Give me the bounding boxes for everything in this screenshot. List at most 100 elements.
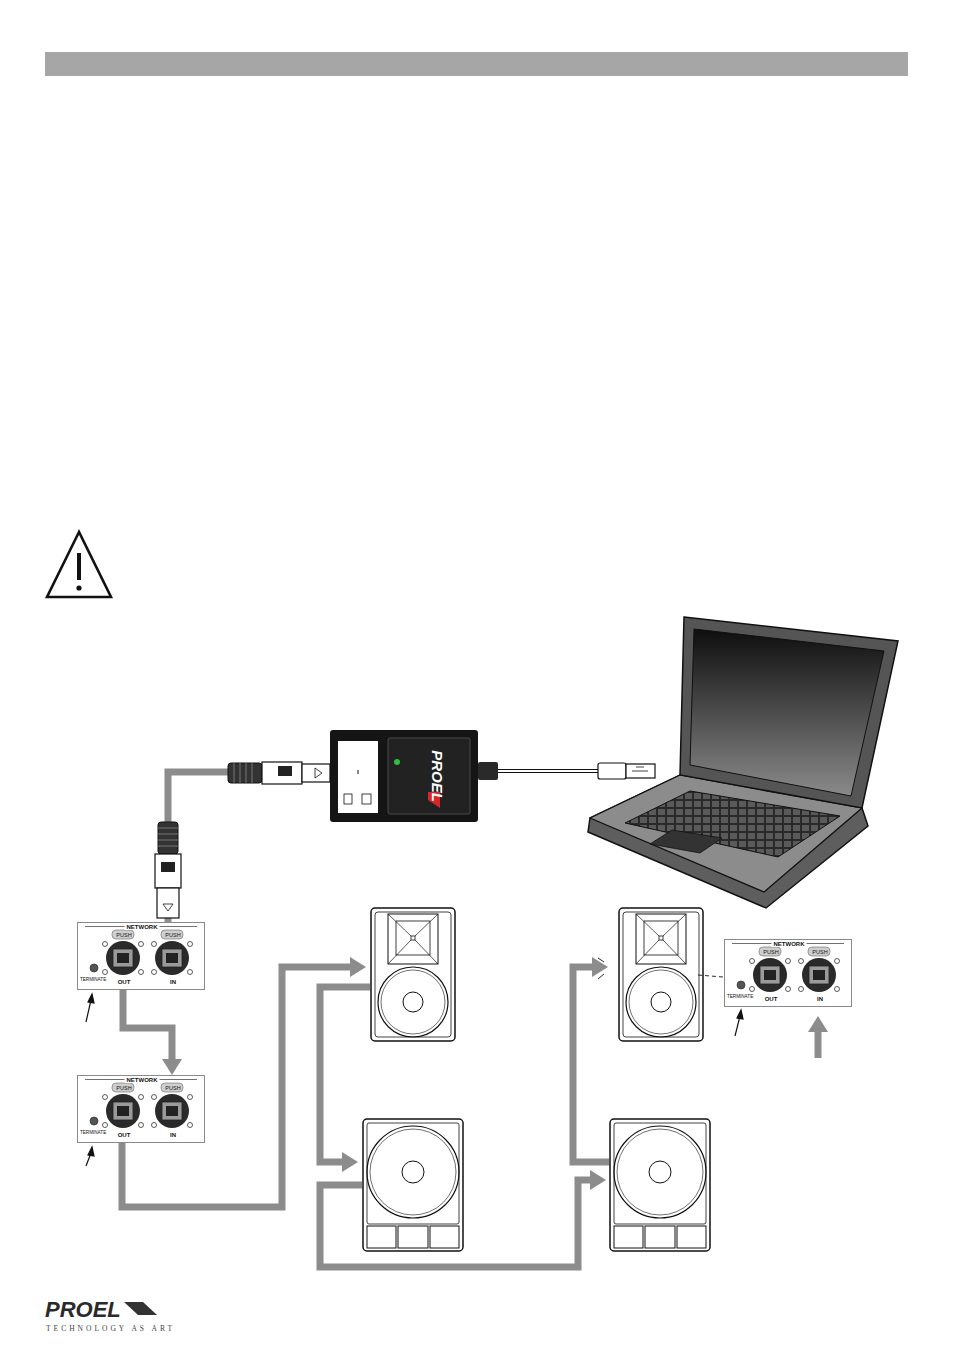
xlr-plugs <box>157 888 179 918</box>
arrow-heads <box>342 957 828 1190</box>
xlr-plugs <box>228 763 262 783</box>
terminate-label: TERMINATE <box>80 1131 106 1136</box>
port-label: IN <box>170 979 176 985</box>
usb-cable <box>598 763 626 779</box>
port-label: IN <box>170 1132 176 1138</box>
usb-cable <box>498 770 600 772</box>
port-label: IN <box>817 996 823 1002</box>
leader-arrows <box>88 994 94 1003</box>
leader-arrows <box>737 1010 743 1019</box>
laptop <box>588 617 898 908</box>
speakers <box>610 1119 710 1251</box>
panel-art <box>77 922 205 990</box>
leader-arrows <box>88 1147 94 1156</box>
usb-cable <box>626 764 655 778</box>
xlr-plugs <box>158 822 178 854</box>
signal-arrows <box>122 967 818 1267</box>
speakers <box>371 908 455 1041</box>
signal-arrows <box>122 967 350 1207</box>
terminate-label: TERMINATE <box>80 978 106 983</box>
usb-cable <box>478 762 498 780</box>
network-panel: NETWORK PUSH PUSH TERMINATE OUT IN <box>724 939 852 1007</box>
xlr-plugs <box>158 828 178 846</box>
interface-housing <box>388 738 470 814</box>
arrow-heads <box>590 1170 606 1190</box>
button-label: PUSH <box>116 933 131 939</box>
signal-arrows <box>320 1180 590 1267</box>
laptop <box>625 791 840 857</box>
speakers <box>619 908 703 1041</box>
laptop <box>650 830 722 853</box>
xlr-plugs <box>315 768 322 778</box>
warning-symbol <box>76 585 81 590</box>
leader-arrows <box>86 1000 91 1022</box>
arrow-head <box>162 1059 182 1075</box>
interface-housing <box>394 759 400 765</box>
port-label: OUT <box>118 979 131 985</box>
usb-cable <box>498 769 600 773</box>
xlr-plugs <box>302 764 330 782</box>
dashed-link <box>698 975 723 977</box>
leader-arrows <box>86 994 743 1166</box>
port-label: OUT <box>765 996 778 1002</box>
control-cable <box>168 772 330 922</box>
arrow-heads <box>342 1152 358 1172</box>
panel-heading: NETWORK <box>125 924 160 930</box>
xlr-plugs <box>155 762 330 918</box>
network-link <box>123 990 182 1075</box>
port-label: OUT <box>118 1132 131 1138</box>
header-bar <box>45 52 908 76</box>
connector-line <box>168 772 330 922</box>
speakers <box>363 908 710 1251</box>
interface-housing <box>330 730 478 822</box>
connector-line <box>123 990 172 1060</box>
panel-art <box>77 922 852 1143</box>
panel-art <box>724 939 852 1007</box>
button-label: PUSH <box>165 933 180 939</box>
usb-cable <box>632 767 648 771</box>
xlr-plugs <box>234 763 252 783</box>
signal-arrows <box>815 1032 822 1058</box>
button-label: PUSH <box>763 950 778 956</box>
interface-housing <box>330 730 478 822</box>
leader-arrows <box>735 1016 740 1036</box>
panel-art <box>77 1075 205 1143</box>
brand-logo: PROEL <box>45 1299 121 1321</box>
xlr-plugs <box>163 904 173 911</box>
xlr-plugs <box>161 862 175 872</box>
xlr-plugs <box>155 854 181 888</box>
button-label: PUSH <box>165 1086 180 1092</box>
brand-slogan: TECHNOLOGY AS ART <box>46 1325 175 1333</box>
arrow-heads <box>808 1016 828 1032</box>
laptop <box>690 629 884 796</box>
xlr-plugs <box>278 766 292 776</box>
interface-housing <box>344 794 352 804</box>
speakers <box>363 1119 463 1251</box>
warning-symbol <box>47 532 111 597</box>
button-label: PUSH <box>116 1086 131 1092</box>
arrow-heads <box>592 957 608 977</box>
warning-symbol <box>77 553 81 580</box>
interface-box: PROEL <box>330 730 478 822</box>
network-panel: NETWORK PUSH PUSH TERMINATE OUT IN <box>77 922 205 990</box>
panel-heading: NETWORK <box>125 1077 160 1083</box>
signal-arrows <box>573 967 609 1162</box>
interface-housing <box>358 770 359 774</box>
panel-heading: NETWORK <box>772 941 807 947</box>
arrow-heads <box>350 957 366 977</box>
dashed-link <box>598 958 604 979</box>
interface-housing <box>362 794 371 804</box>
button-label: PUSH <box>812 950 827 956</box>
xlr-plugs <box>262 762 302 784</box>
logo-stripe <box>124 1302 157 1315</box>
interface-housing <box>338 741 378 813</box>
laptop <box>680 617 898 808</box>
network-panel: NETWORK PUSH PUSH TERMINATE OUT IN <box>77 1075 205 1143</box>
terminate-label: TERMINATE <box>727 995 753 1000</box>
signal-arrows <box>320 987 370 1162</box>
usb-cable <box>478 762 655 780</box>
warning-symbol <box>47 532 111 597</box>
